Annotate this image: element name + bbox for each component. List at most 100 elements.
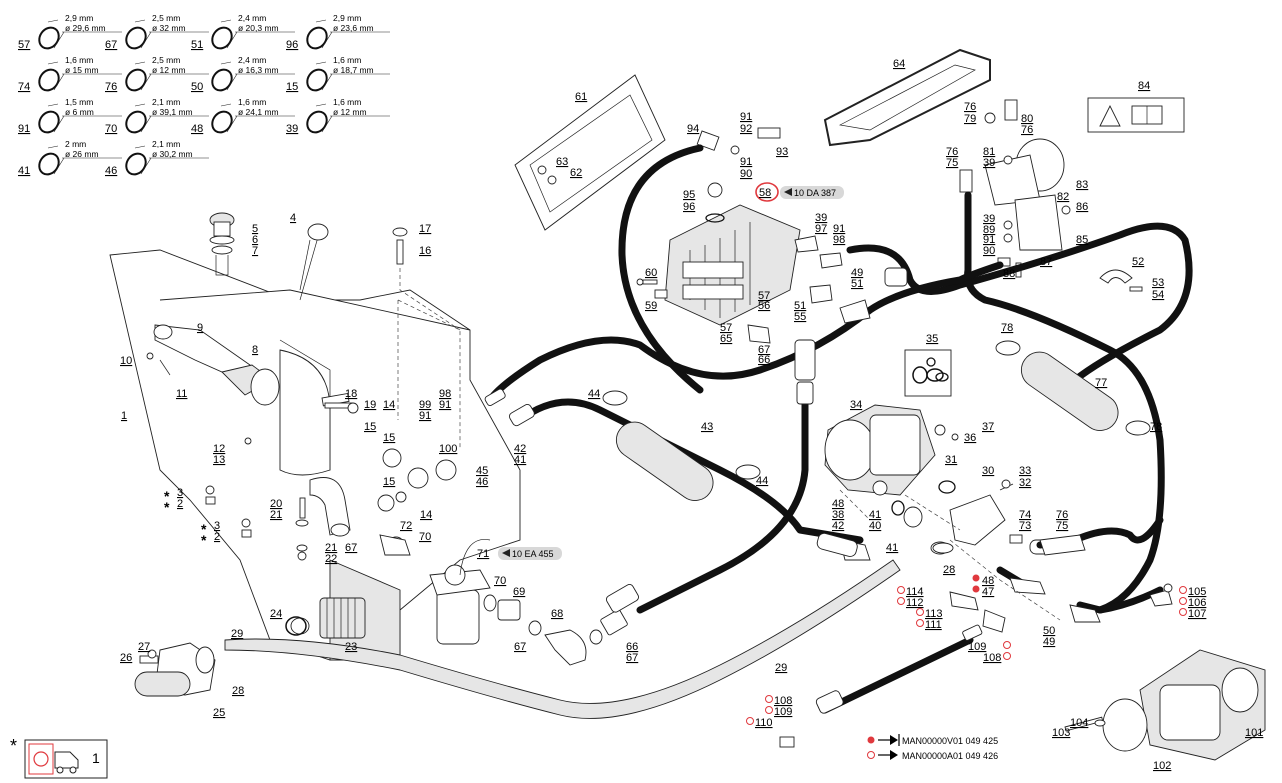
part-label: 48	[982, 575, 994, 587]
part-label: 67	[758, 344, 770, 356]
part-label: 32	[1019, 477, 1031, 489]
seal-number: 76	[105, 81, 117, 93]
part-label: 3	[177, 487, 183, 499]
o-ring-icon	[211, 68, 233, 92]
seal-thickness: 2 mm	[65, 139, 86, 149]
seal-thickness: 2,4 mm	[238, 13, 266, 23]
part-label: 6	[252, 234, 258, 246]
hose-fittings	[484, 235, 1173, 748]
seal-number: 48	[191, 123, 203, 135]
star-marker: *	[164, 499, 170, 515]
part-label: 30	[982, 465, 994, 477]
o-ring-icon	[125, 68, 147, 92]
part-label: 14	[420, 509, 432, 521]
part-label: 28	[943, 564, 955, 576]
part-label: 49	[1043, 636, 1055, 648]
part-label: 76	[1021, 124, 1033, 136]
seal-thickness: 2,9 mm	[333, 13, 361, 23]
part-label: 31	[945, 454, 957, 466]
part-label: 94	[687, 123, 699, 135]
seal-entry: 412 mmø 26 mm	[18, 139, 122, 177]
part-label: 91	[833, 223, 845, 235]
seal-thickness: 2,5 mm	[152, 13, 180, 23]
seal-number: 51	[191, 39, 203, 51]
part-label: 82	[1057, 191, 1069, 203]
part-label: 15	[383, 432, 395, 444]
part-label: 80	[1021, 113, 1033, 125]
seal-number: 46	[105, 165, 117, 177]
seal-diameter: ø 39,1 mm	[152, 107, 193, 117]
o-ring-icon	[38, 152, 60, 176]
part-label: 91	[439, 399, 451, 411]
footer-star: *	[10, 736, 17, 756]
part-label: 79	[964, 113, 976, 125]
part-label: 19	[364, 399, 376, 411]
legend-ref-open: MAN00000A01 049 426	[902, 751, 998, 761]
part-label: 44	[588, 388, 600, 400]
seal-diameter: ø 32 mm	[152, 23, 186, 33]
part-label: 97	[815, 223, 827, 235]
part-label: 70	[419, 531, 431, 543]
seal-number: 41	[18, 165, 30, 177]
part-label: 38	[832, 509, 844, 521]
part-label: 55	[794, 311, 806, 323]
part-label: 95	[683, 189, 695, 201]
seal-entry: 462,1 mmø 30,2 mm	[105, 139, 209, 177]
part-label: 100	[439, 443, 457, 455]
part-label: 45	[476, 465, 488, 477]
part-label: 56	[758, 300, 770, 312]
seal-entry: 741,6 mmø 15 mm	[18, 55, 122, 93]
o-ring-icon	[125, 110, 147, 134]
seal-entry: 672,5 mmø 32 mm	[105, 13, 209, 51]
part-label: 28	[232, 685, 244, 697]
callout-ref-text: 10 DA 387	[794, 188, 836, 198]
part-label: 2	[177, 498, 183, 510]
part-label: 67	[626, 652, 638, 664]
part-label: 76	[946, 146, 958, 158]
part-label: 57	[758, 290, 770, 302]
o-ring-icon	[38, 68, 60, 92]
part-label: 83	[1076, 179, 1088, 191]
part-label: 64	[893, 58, 905, 70]
part-label: 76	[964, 101, 976, 113]
part-label: 89	[983, 224, 995, 236]
part-label: 66	[626, 641, 638, 653]
part-label: 107	[1188, 608, 1206, 620]
seal-number: 15	[286, 81, 298, 93]
seal-entry: 962,9 mmø 23,6 mm	[286, 13, 390, 51]
part-label: 40	[869, 520, 881, 532]
part-label: 14	[383, 399, 395, 411]
part-label: 48	[832, 498, 844, 510]
seal-entry: 762,5 mmø 12 mm	[105, 55, 209, 93]
seal-entry: 911,5 mmø 6 mm	[18, 97, 122, 135]
part-label: 110	[755, 717, 773, 729]
part-label: 47	[982, 586, 994, 598]
part-label: 98	[833, 234, 845, 246]
part-label: 113	[925, 608, 943, 620]
seal-diameter: ø 15 mm	[65, 65, 99, 75]
part-label: 88	[1003, 268, 1015, 280]
part-label: 9	[197, 322, 203, 334]
part-label: 29	[231, 628, 243, 640]
o-ring-icon	[38, 110, 60, 134]
part-label: 2	[214, 531, 220, 543]
seal-entry: 502,4 mmø 16,3 mm	[191, 55, 295, 93]
seal-diameter: ø 30,2 mm	[152, 149, 193, 159]
o-ring-icon	[38, 26, 60, 50]
part-label: 75	[1056, 520, 1068, 532]
part-label: 67	[514, 641, 526, 653]
part-label: 15	[364, 421, 376, 433]
control-valve	[664, 127, 801, 326]
part-label: 5	[252, 223, 258, 235]
star-marker: *	[164, 488, 170, 504]
part-label: 69	[513, 586, 525, 598]
part-label: 60	[645, 267, 657, 279]
part-label: 34	[850, 399, 862, 411]
part-label: 85	[1076, 234, 1088, 246]
part-label: 57	[720, 322, 732, 334]
part-label: 41	[886, 542, 898, 554]
seal-diameter: ø 16,3 mm	[238, 65, 279, 75]
seal-thickness: 2,9 mm	[65, 13, 93, 23]
part-label: 18	[345, 388, 357, 400]
seal-number: 50	[191, 81, 203, 93]
